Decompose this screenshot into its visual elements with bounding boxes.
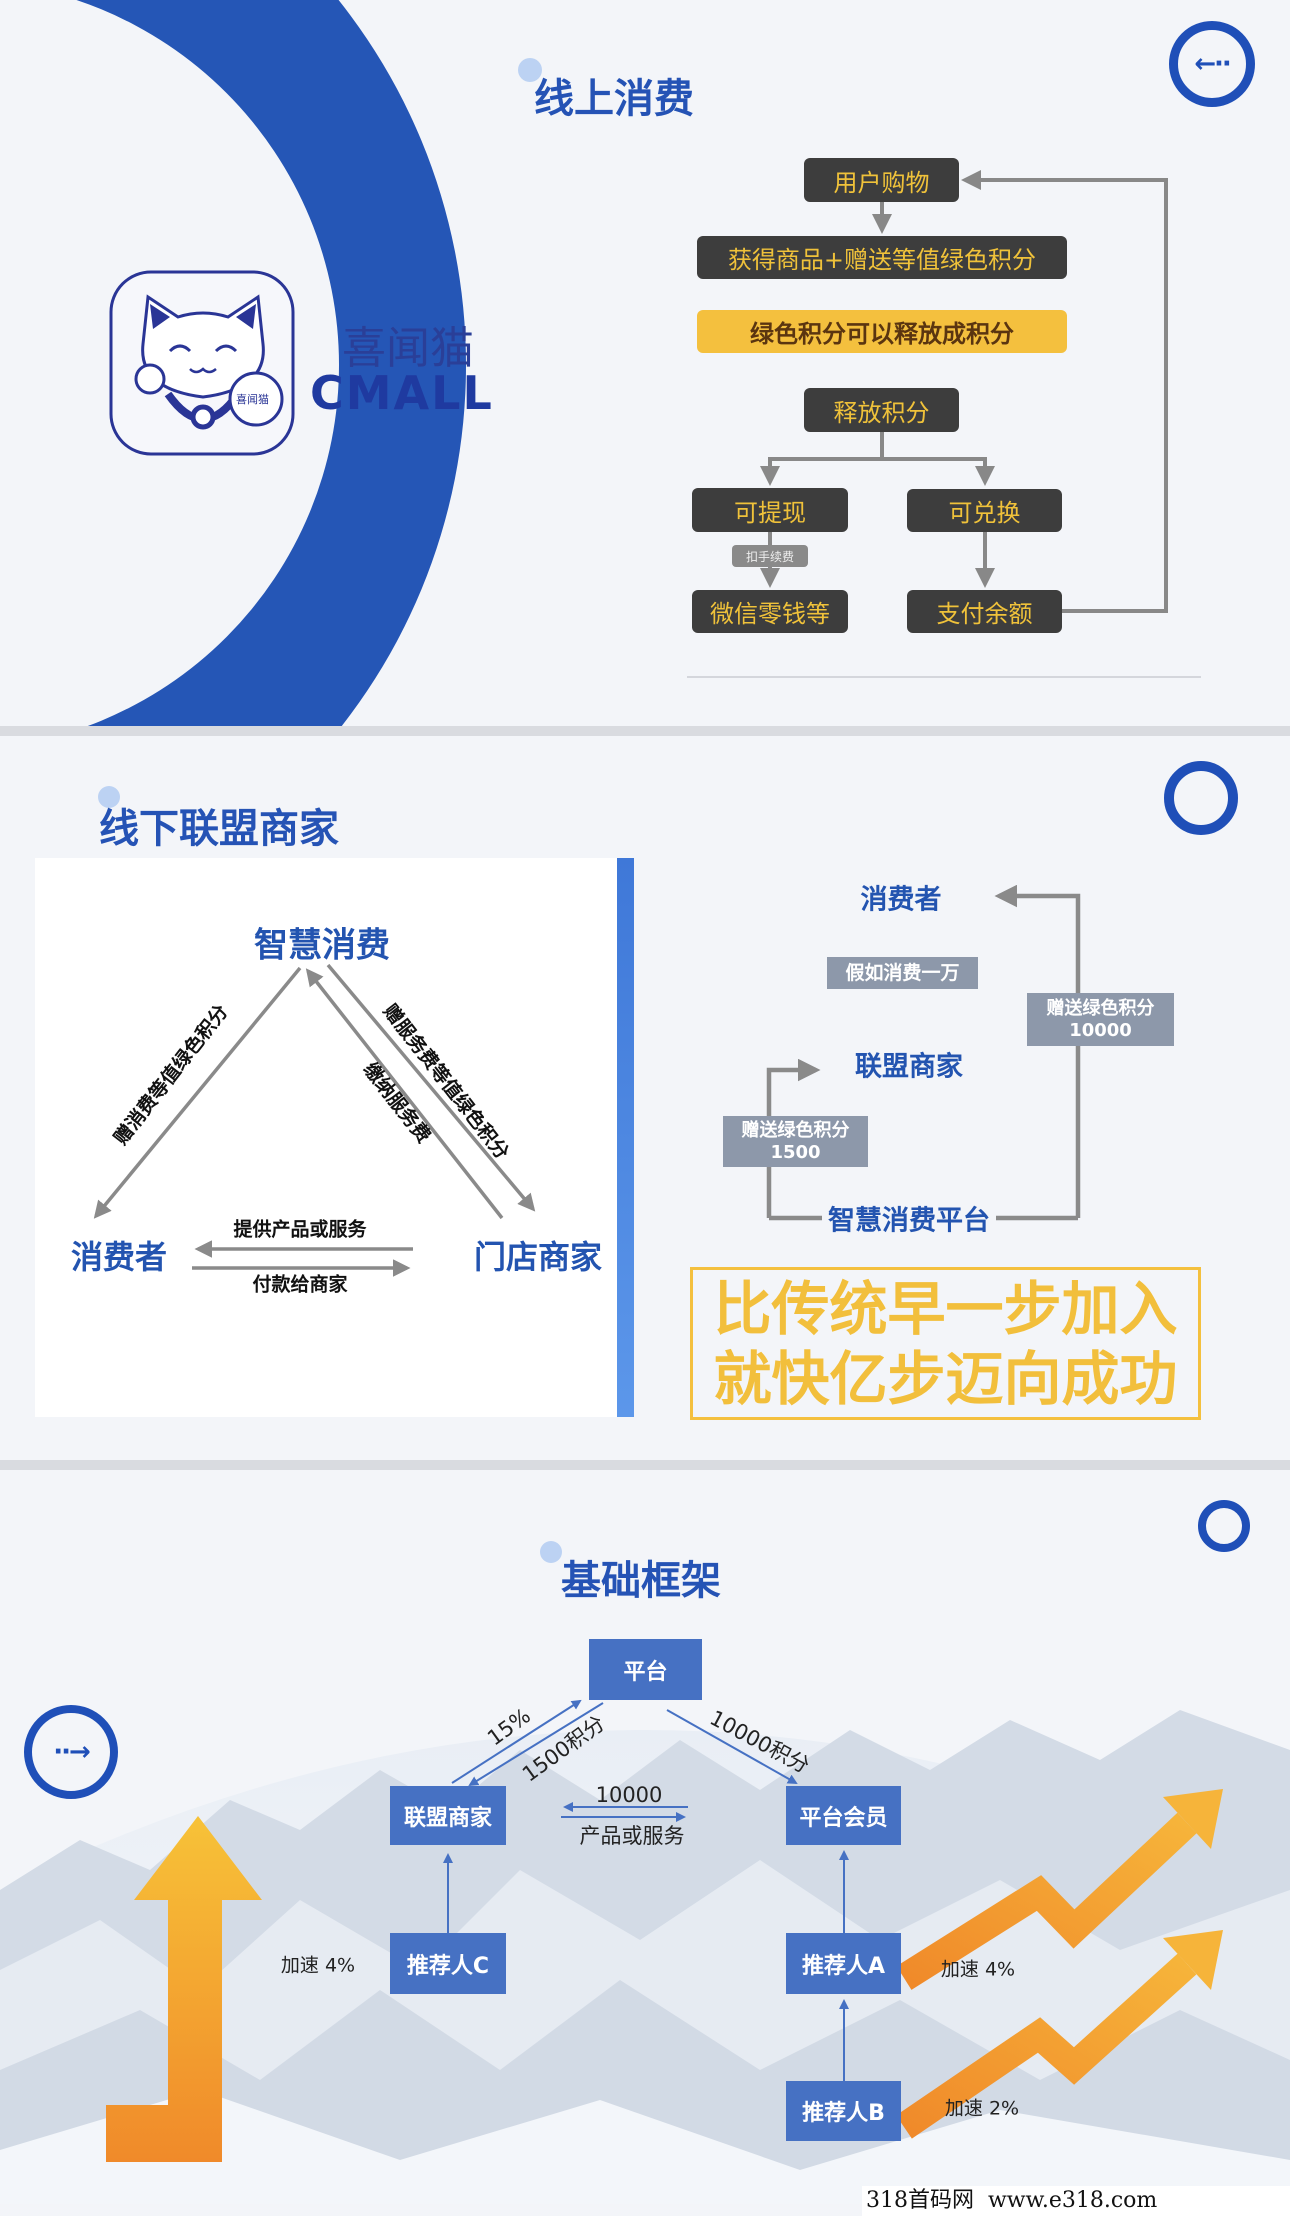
node-referrer-a: 推荐人A: [786, 1933, 901, 1994]
slogan-line-1: 比传统早一步加入: [713, 1274, 1178, 1343]
node-alliance-merchant: 联盟商家: [390, 1786, 506, 1845]
growth-arrow-upper: [896, 1812, 1197, 1990]
label-goods: 产品或服务: [579, 1824, 685, 1848]
loop-platform: 智慧消费平台: [828, 1205, 990, 1237]
panel-accent-bar: [617, 858, 634, 1417]
flow-branch-exchange: 可兑换: [907, 489, 1062, 532]
logo-badge-text: 喜闻猫: [236, 393, 269, 406]
brand-name-cn: 喜闻猫: [342, 323, 474, 374]
node-store-merchant: 门店商家: [473, 1238, 603, 1276]
growth-arrow-left: [106, 1816, 262, 2162]
slogan-box: 比传统早一步加入 就快亿步迈向成功: [690, 1267, 1201, 1420]
label-amount: 10000: [595, 1783, 663, 1807]
tag-gift-label: 赠送绿色积分: [741, 1119, 850, 1141]
loop-merchant: 联盟商家: [855, 1051, 963, 1083]
blue-arc-decoration: [0, 0, 466, 726]
arrow-right-dotted-icon: ··→: [53, 1737, 91, 1767]
page-title: 线上消费: [534, 76, 694, 122]
node-referrer-b: 推荐人B: [786, 2081, 901, 2141]
node-consumer: 消费者: [70, 1238, 168, 1276]
tag-assume-spend: 假如消费一万: [827, 957, 978, 989]
flow-step-get-goods: 获得商品+赠送等值绿色积分: [697, 236, 1067, 279]
brand-name-en: CMALL: [310, 366, 494, 420]
node-platform-member: 平台会员: [786, 1786, 901, 1845]
flow-highlight: 绿色积分可以释放成积分: [697, 310, 1067, 353]
back-button[interactable]: ←··: [1169, 21, 1255, 107]
triangle-arrows: [93, 884, 1081, 1277]
tag-gift-10000: 赠送绿色积分 10000: [1027, 993, 1174, 1046]
flow-result-wechat: 微信零钱等: [692, 590, 848, 633]
growth-arrow-lower: [896, 1953, 1197, 2139]
tag-gift-label: 赠送绿色积分: [1046, 997, 1155, 1019]
flow-step-user-shopping: 用户购物: [804, 158, 959, 202]
label-speed-b: 加速 2%: [944, 2097, 1020, 2120]
flow-connectors: [687, 170, 1201, 678]
slogan-line-2: 就快亿步迈向成功: [713, 1344, 1178, 1413]
watermark: 318首码网 www.e318.com: [862, 2186, 1290, 2216]
title-dot: [518, 58, 542, 82]
node-smart-consumption: 智慧消费: [254, 925, 390, 966]
next-button[interactable]: ··→: [24, 1705, 118, 1799]
arrow-left-dotted-icon: ←··: [1194, 49, 1232, 79]
decor-ring: [1164, 761, 1238, 835]
section-title: 基础框架: [561, 1558, 721, 1604]
tag-assume-text: 假如消费一万: [845, 962, 960, 984]
title-dot: [540, 1541, 562, 1563]
section-offline-merchants: 线下联盟商家: [0, 736, 1290, 1460]
label-speed-c: 加速 4%: [280, 1954, 356, 1977]
node-platform: 平台: [589, 1639, 702, 1700]
edge-label-provide: 提供产品或服务: [233, 1218, 367, 1241]
brand-logo-cmall: CMALL: [310, 366, 494, 420]
section-divider: [0, 1460, 1290, 1470]
title-dot: [98, 786, 120, 808]
section-title: 线下联盟商家: [99, 806, 339, 852]
flow-fee-note: 扣手续费: [732, 545, 808, 567]
flow-result-balance: 支付余额: [907, 590, 1062, 633]
edge-label-pay: 付款给商家: [252, 1273, 348, 1296]
section-divider: [0, 726, 1290, 736]
tag-gift-1500: 赠送绿色积分 1500: [723, 1116, 868, 1167]
flow-step-release: 释放积分: [804, 388, 959, 432]
triangle-panel: [35, 858, 617, 1417]
cat-logo: [109, 270, 295, 456]
section-online-consumption: 线上消费 ←·· 喜闻猫 喜闻猫 CMALL 用户购物 获得商品+赠送等值绿色积…: [0, 0, 1290, 726]
loop-consumer: 消费者: [860, 884, 942, 916]
flow-branch-withdraw: 可提现: [692, 488, 848, 532]
tag-gift-value: 10000: [1069, 1019, 1132, 1041]
node-referrer-c: 推荐人C: [390, 1933, 506, 1994]
label-speed-a: 加速 4%: [940, 1958, 1016, 1981]
tag-gift-value: 1500: [770, 1141, 821, 1163]
decor-ring: [1198, 1500, 1250, 1552]
